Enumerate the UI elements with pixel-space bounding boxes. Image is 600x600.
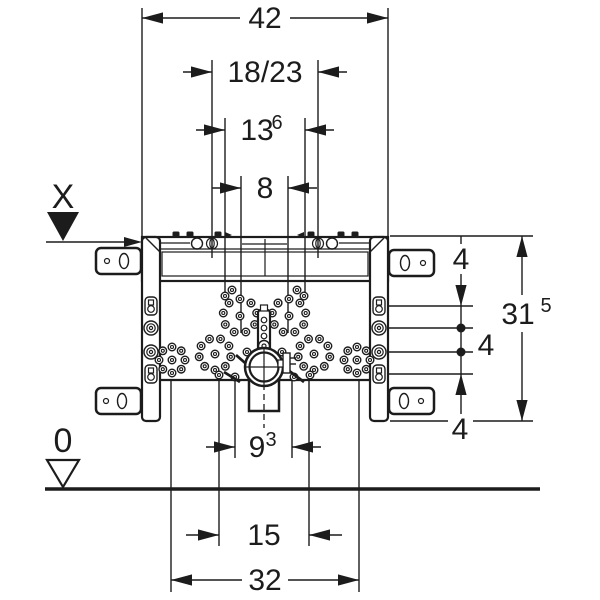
dim-32-label: 32 — [248, 564, 281, 597]
fastener-slider — [144, 364, 158, 384]
dimension-arrows — [124, 12, 528, 586]
wall-bracket-top-left — [94, 246, 143, 276]
bracket-hole — [419, 259, 427, 267]
dim-136-label: 13 — [240, 114, 273, 147]
wall-bracket-bottom-left — [94, 386, 143, 416]
dim-1823-label: 18/23 — [227, 56, 302, 89]
rail-chamfer — [145, 237, 161, 253]
dim-93-sup: 3 — [265, 429, 276, 451]
x-level-triangle — [47, 212, 79, 241]
fastener-nut — [143, 320, 159, 336]
fastener-nut — [371, 344, 387, 360]
beam-hole — [190, 237, 204, 250]
bracket-slot — [398, 392, 410, 410]
anchor-hole-pattern — [154, 285, 375, 382]
beam-hole — [325, 237, 339, 250]
bracket-hole — [103, 257, 111, 265]
bracket-hole — [102, 397, 110, 405]
bracket-hole — [417, 397, 425, 405]
fastener-slider — [372, 364, 386, 384]
beam-slot-symbol — [311, 237, 325, 250]
wall-bracket-bottom-right — [387, 386, 436, 416]
x-level-arrow — [124, 237, 142, 247]
dim-4-bot-label: 4 — [452, 413, 469, 446]
dim-8-label: 8 — [257, 172, 274, 205]
dim-15-label: 15 — [247, 519, 280, 552]
dim-315-label: 31 — [501, 298, 534, 331]
zero-marker-label: 0 — [54, 422, 73, 460]
dim-315-sup: 5 — [540, 295, 551, 317]
zero-level-triangle — [45, 458, 81, 490]
spacing-dot — [456, 323, 466, 333]
fastener-nut — [371, 320, 387, 336]
clamp-screw — [277, 352, 296, 374]
top-beam-fixings — [172, 231, 359, 250]
dim-42-label: 42 — [248, 2, 281, 35]
bracket-slot — [399, 254, 411, 272]
dim-4-mid-label: 4 — [478, 329, 495, 362]
fastener-nut — [143, 344, 159, 360]
drain-assembly — [223, 304, 305, 428]
wall-bracket-top-right — [387, 248, 436, 278]
x-marker-label: X — [52, 178, 75, 216]
bracket-slot — [118, 252, 130, 270]
bracket-slot — [116, 392, 128, 410]
fastener-slider — [144, 296, 158, 316]
rail-fasteners — [143, 296, 387, 384]
fastener-slider — [372, 296, 386, 316]
rail-chamfer — [369, 237, 385, 253]
dim-93-label: 9 — [249, 431, 266, 464]
dim-4-top-label: 4 — [453, 243, 470, 276]
dim-136-sup: 6 — [271, 112, 282, 134]
spacing-dot — [456, 347, 466, 357]
beam-slot-symbol — [205, 237, 219, 250]
